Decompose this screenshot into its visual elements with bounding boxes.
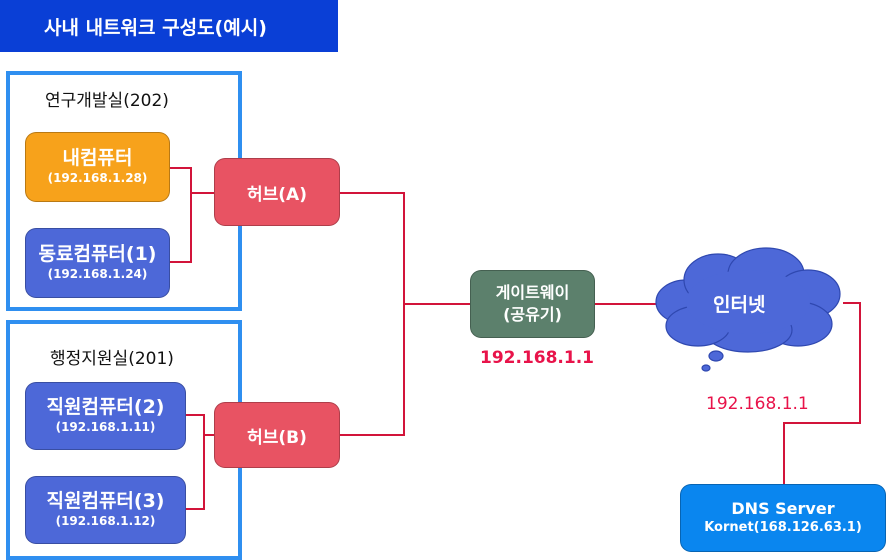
room-dev-label: 연구개발실(202) [45, 91, 169, 111]
hub-b-label: 허브(B) [247, 427, 307, 448]
staff-computer-2-name: 직원컴퓨터(2) [46, 396, 165, 419]
staff-computer-3-name: 직원컴퓨터(3) [46, 490, 165, 513]
gateway-node: 게이트웨이 (공유기) [470, 270, 595, 338]
hub-b-node: 허브(B) [214, 402, 340, 468]
gateway-ip: 192.168.1.1 [480, 348, 595, 368]
hub-a-node: 허브(A) [214, 158, 340, 226]
internet-label: 인터넷 [713, 294, 766, 316]
link-staff2-hubb [186, 414, 214, 436]
internet-cloud-icon [655, 247, 841, 372]
staff-computer-2-node: 직원컴퓨터(2) (192.168.1.11) [25, 382, 186, 450]
gateway-label-line1: 게이트웨이 [495, 283, 570, 303]
dns-server-node: DNS Server Kornet(168.126.63.1) [680, 484, 886, 552]
staff-computer-3-node: 직원컴퓨터(3) (192.168.1.12) [25, 476, 186, 544]
my-computer-name: 내컴퓨터 [62, 147, 133, 170]
diagram-title: 사내 내트워크 구성도(예시) [0, 0, 338, 52]
internet-ip: 192.168.1.1 [706, 394, 809, 414]
colleague-computer-ip: (192.168.1.24) [47, 267, 148, 281]
my-computer-node: 내컴퓨터 (192.168.1.28) [25, 132, 170, 202]
link-hubb-gateway [340, 304, 405, 436]
link-staff3-hubb [186, 435, 205, 510]
link-huba-gateway [340, 192, 470, 305]
staff-computer-2-ip: (192.168.1.11) [55, 420, 156, 434]
link-internet-dns [783, 302, 861, 484]
link-mypc-huba [170, 167, 214, 194]
colleague-computer-node: 동료컴퓨터(1) (192.168.1.24) [25, 228, 170, 298]
hub-a-label: 허브(A) [247, 184, 307, 205]
dns-server-ip: Kornet(168.126.63.1) [704, 519, 862, 535]
gateway-label-line2: (공유기) [503, 305, 562, 324]
dns-server-name: DNS Server [731, 499, 835, 519]
staff-computer-3-ip: (192.168.1.12) [55, 514, 156, 528]
my-computer-ip: (192.168.1.28) [47, 171, 148, 185]
colleague-computer-name: 동료컴퓨터(1) [38, 243, 157, 266]
link-colleague-huba [170, 193, 192, 263]
room-admin-label: 행정지원실(201) [50, 349, 174, 369]
